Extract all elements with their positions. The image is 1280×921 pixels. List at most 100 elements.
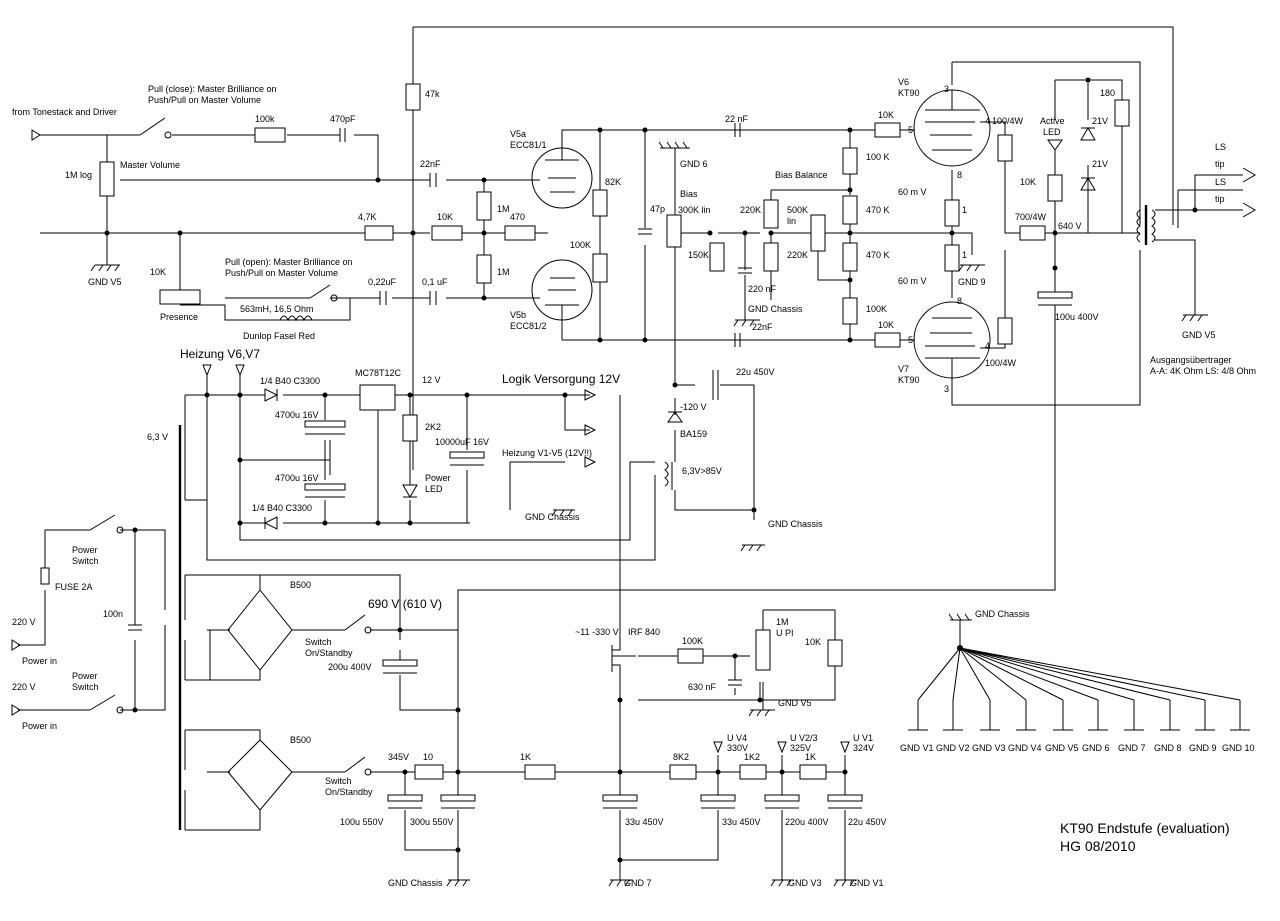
label-power-led-1: Power <box>425 473 451 483</box>
label-from-tonestack: from Tonestack and Driver <box>12 107 117 117</box>
label-220nf: 220 nF <box>748 284 777 294</box>
label-100k-mos: 100K <box>682 636 703 646</box>
label-1m-upi-2: U PI <box>776 628 794 638</box>
resistor-220k-b <box>763 242 779 272</box>
resistor-1k2 <box>739 764 767 780</box>
label-pin8-a: 8 <box>957 170 962 180</box>
label-10k-pres: 10K <box>150 267 166 277</box>
resistor-10 <box>414 764 444 780</box>
labels: from Tonestack and Driver Pull (close): … <box>12 77 1256 888</box>
resistor-100-4w-a <box>997 134 1013 162</box>
label-ls-2: LS <box>1215 177 1226 187</box>
label-fuse: FUSE 2A <box>55 582 93 592</box>
label-uv23-2: 325V <box>790 743 811 753</box>
label-10k-mos: 10K <box>805 637 821 647</box>
label-power-switch-2b: Switch <box>72 682 99 692</box>
resistor-1k <box>524 764 556 780</box>
label-33u-a: 33u 450V <box>625 817 664 827</box>
cap-630nf <box>728 679 742 686</box>
label-pull-open-1: Pull (open): Master Brilliance on <box>225 257 353 267</box>
label-logik: Logik Versorgung 12V <box>502 372 620 386</box>
label-ecc81-2: ECC81/2 <box>510 321 547 331</box>
label-pin3-b: 3 <box>944 384 949 394</box>
label-4k7: 4,7K <box>358 212 377 222</box>
label-100k-b: 100K <box>866 304 887 314</box>
label-lin: lin <box>787 216 796 226</box>
label-v5b: V5b <box>510 310 526 320</box>
label-heizung-v67: Heizung V6,V7 <box>180 347 260 361</box>
zener-21v-a <box>1080 127 1096 141</box>
resistor-470k-b <box>842 242 858 272</box>
cap-220u400v <box>764 794 800 802</box>
label-6v3-85v: 6,3V>85V <box>682 466 722 476</box>
label-pin3-a: 3 <box>944 84 949 94</box>
tube-v5a <box>531 147 593 209</box>
label-60mv-b: 60 m V <box>898 276 927 286</box>
label-heizung-v15: Heizung V1-V5 (12V!!) <box>502 448 592 458</box>
label-21v-b: 21V <box>1092 159 1108 169</box>
label-60mv-a: 60 m V <box>898 187 927 197</box>
label-pin5-b: 5 <box>908 335 913 345</box>
label-100k-a: 100 K <box>866 152 890 162</box>
label-pin5-a: 5 <box>908 125 913 135</box>
label-gnd-chassis-bot: GND Chassis <box>388 878 443 888</box>
bridge-rectifier-b500-a <box>227 589 293 671</box>
cap-22nf-top <box>734 123 741 137</box>
cap-4700u-b <box>304 483 346 491</box>
cap-47p <box>638 228 652 235</box>
heater-transformer <box>664 461 673 490</box>
logik-terminal <box>584 389 597 401</box>
resistor-1-ohm-a <box>944 199 960 227</box>
label-ecc81-1: ECC81/1 <box>510 140 547 150</box>
label-220k-b: 220K <box>787 250 808 260</box>
label-47k: 47k <box>425 89 440 99</box>
cap-33u-a <box>602 794 638 802</box>
label-power-switch-1b: Switch <box>72 556 99 566</box>
resistor-100-4w-b <box>997 317 1013 345</box>
label-1k2: 1K2 <box>744 752 760 762</box>
label-4700u-b: 4700u 16V <box>275 473 319 483</box>
label-b40-b: 1/4 B40 C3300 <box>252 503 312 513</box>
label-standby-a2: On/Standby <box>305 648 353 658</box>
label-tip-1: tip <box>1215 159 1225 169</box>
label-gnd6: GND 6 <box>680 159 708 169</box>
label-uv1-2: 324V <box>853 743 874 753</box>
label-power-led-2: LED <box>425 484 443 494</box>
resistor-100k-pi <box>592 253 608 283</box>
mosfet-irf840 <box>611 640 636 672</box>
cap-100u400v <box>1037 291 1073 299</box>
label-100n: 100n <box>103 609 123 619</box>
cap-100n-mains <box>128 624 142 631</box>
resistor-10k-grid <box>431 225 463 241</box>
switch-brilliance-close <box>139 117 166 136</box>
label-power-switch-2a: Power <box>72 671 98 681</box>
heizung-terminal <box>584 424 597 436</box>
label-21v-a: 21V <box>1092 116 1108 126</box>
label-10k-a: 10K <box>437 212 453 222</box>
label-bias-pot: 300K lin <box>678 205 711 215</box>
pot-bias <box>666 214 682 248</box>
label-b500-a: B500 <box>290 580 311 590</box>
heizung-v67-terminal-a <box>202 364 212 377</box>
power-switch-2 <box>89 694 116 711</box>
title-main: KT90 Endstufe (evaluation) <box>1060 820 1230 836</box>
star-ground-labels: GND V1 GND V2 GND V3 GND V4 GND V5 GND 6… <box>900 743 1255 753</box>
label-uv1-1: U V1 <box>853 733 873 743</box>
heizung-terminal-2 <box>584 456 597 468</box>
label-choke: 563mH, 16,5 Ohm <box>240 304 314 314</box>
label-470k-b: 470 K <box>866 250 890 260</box>
tube-v7 <box>913 301 991 379</box>
resistor-47k-top <box>405 83 421 111</box>
label-pin8-b: 8 <box>957 296 962 306</box>
label-active-1: Active <box>1040 116 1065 126</box>
uv23-terminal <box>777 741 787 754</box>
label-47p: 47p <box>650 204 665 214</box>
label-1k-b: 1K <box>805 752 816 762</box>
label-220k-a: 220K <box>740 205 761 215</box>
gnd-label: GND V1 <box>900 743 934 753</box>
label-v7: V7 <box>898 364 909 374</box>
resistor-100k-bot <box>842 297 858 325</box>
pot-bias-balance <box>810 214 826 252</box>
cap-200u400v <box>382 659 418 667</box>
cap-10000uf <box>449 451 485 459</box>
